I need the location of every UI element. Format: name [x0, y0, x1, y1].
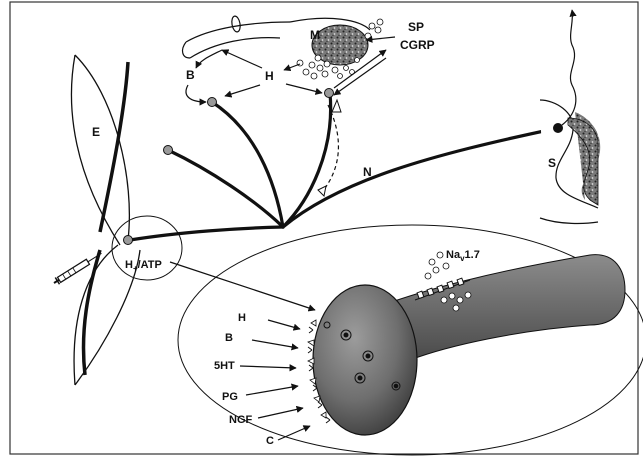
label-s: S — [548, 156, 556, 170]
nerve-fiber-lower-left — [83, 250, 100, 375]
open-arrowhead-up — [332, 100, 341, 112]
label-n: N — [363, 165, 372, 179]
nerve-fiber-upper-left — [100, 62, 128, 232]
label-mediator-h: H — [238, 312, 246, 324]
label-b-top: B — [186, 68, 195, 82]
label-nav17: Nav1.7 — [446, 249, 480, 263]
spinal-cord — [540, 10, 600, 223]
terminal-dot-mid — [164, 146, 173, 155]
terminal-dot-left — [124, 236, 133, 245]
label-mediator-5ht: 5HT — [214, 360, 235, 372]
terminal-dot-b — [208, 98, 217, 107]
label-cgrp: CGRP — [400, 38, 435, 52]
label-mediator-pg: PG — [222, 391, 238, 403]
label-m: M — [310, 28, 320, 42]
open-arrowhead-down — [318, 186, 326, 196]
label-mediator-b: B — [225, 332, 233, 344]
label-mediator-c: C — [266, 435, 274, 447]
label-e: E — [92, 125, 100, 139]
label-sp: SP — [408, 20, 424, 34]
neuron-terminal — [308, 252, 625, 435]
nerve-branches — [130, 93, 558, 240]
terminal-dot-m — [325, 89, 334, 98]
label-h-atp: H+/ATP — [125, 259, 162, 273]
label-mediator-ngf: NGF — [229, 414, 253, 426]
label-h-top: H — [265, 69, 274, 83]
zoom-connector — [170, 262, 315, 310]
